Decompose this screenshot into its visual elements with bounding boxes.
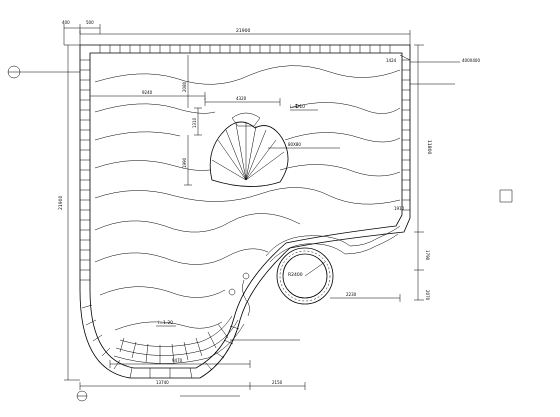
dim-upper-depth: 2080 xyxy=(182,81,187,92)
dim-right-overall: 11800 xyxy=(426,140,432,154)
dim-right-offset-3: 2070 xyxy=(425,290,430,301)
dim-bottom-1: 9470 xyxy=(172,358,183,363)
dim-shell-h1: 1310 xyxy=(192,117,197,128)
coping-ticks-top xyxy=(99,45,391,53)
spa-pool: R2400 xyxy=(265,225,401,305)
step-line-2 xyxy=(115,319,239,356)
light-fixture-1 xyxy=(242,272,250,280)
wave-line-2 xyxy=(94,102,401,114)
floor-wave-pattern xyxy=(94,65,401,331)
section-markers xyxy=(7,65,513,402)
step-line-3 xyxy=(113,323,245,364)
wave-line-3 xyxy=(94,131,401,143)
dim-right-lower-line xyxy=(414,232,424,301)
coping-ticks-bottom xyxy=(81,304,240,379)
wave-line-5 xyxy=(94,187,401,205)
dim-bottom-2-line xyxy=(79,382,306,390)
slope-label-bottom: i=1.20 xyxy=(158,320,173,326)
shell-base xyxy=(231,112,261,127)
wave-line-8 xyxy=(99,286,226,298)
spa-outer-ring xyxy=(276,247,334,305)
shell-outline xyxy=(209,121,289,187)
dim-shell-h2-line xyxy=(184,135,192,186)
dim-bottom-1-line xyxy=(109,360,251,368)
dim-top-left-1: 400 xyxy=(62,20,70,25)
wave-line-9 xyxy=(114,321,223,331)
dim-right-offset-2: 1790 xyxy=(425,250,430,261)
dim-right-small-1: 1424 xyxy=(386,58,397,63)
slope-arrow-top xyxy=(295,103,301,109)
dim-top-left-2: 500 xyxy=(86,20,94,25)
leader-spec-top xyxy=(399,54,460,63)
spa-path-connector xyxy=(265,225,401,257)
coping-ticks-left xyxy=(80,59,90,281)
dim-right-overall-line xyxy=(414,44,424,233)
light-fixture-2 xyxy=(228,288,236,296)
step-hatch xyxy=(119,323,229,364)
dim-shell-h1-line xyxy=(194,107,202,136)
spa-tile-ring xyxy=(279,250,331,302)
shell-feature: i=1.10 80X80 xyxy=(209,103,340,187)
dim-left-overall: 21900 xyxy=(58,196,64,210)
dimension-lines: 21900 400 500 21900 11800 1790 2070 1424… xyxy=(58,20,432,390)
annotations: 400X400 xyxy=(180,54,480,397)
dim-right-offset-1-line xyxy=(330,294,401,302)
spa-path-connector-2 xyxy=(269,233,399,263)
pool-inner-edge xyxy=(89,52,403,369)
wave-line-1 xyxy=(94,65,401,85)
wave-line-4 xyxy=(94,160,401,177)
coping-ticks-right xyxy=(402,59,410,211)
dim-top-left-line xyxy=(63,24,101,45)
dim-left-offset: 9240 xyxy=(142,90,153,95)
pool-outer-edge xyxy=(79,44,411,379)
spec-label-top: 400X400 xyxy=(462,58,480,63)
dim-top-overall: 21900 xyxy=(236,28,250,34)
dim-bottom-2: 13740 xyxy=(156,380,169,385)
spa-radius-line xyxy=(304,261,326,277)
pool-outline xyxy=(79,44,411,379)
dim-right-offset-1: 2230 xyxy=(346,292,357,297)
spa-inner-ring xyxy=(282,253,328,299)
dim-left-overall-line xyxy=(64,44,80,381)
dim-right-small-2: 1910 xyxy=(394,206,405,211)
legend-box xyxy=(499,189,513,203)
shell-ribs xyxy=(211,122,285,181)
entry-steps: i=1.20 xyxy=(113,272,250,364)
dim-shell-width: 4320 xyxy=(236,96,247,101)
spa-radius-label: R2400 xyxy=(288,272,303,278)
step-line-1 xyxy=(119,315,233,347)
path-curve xyxy=(242,279,250,317)
dim-bottom-3: 2150 xyxy=(272,380,283,385)
wave-line-7 xyxy=(94,248,269,265)
spec-label-shell: 80X80 xyxy=(288,142,301,147)
dim-shell-h2: 1990 xyxy=(182,157,187,168)
wave-line-6 xyxy=(94,213,301,233)
dim-shell-width-line xyxy=(204,98,281,106)
